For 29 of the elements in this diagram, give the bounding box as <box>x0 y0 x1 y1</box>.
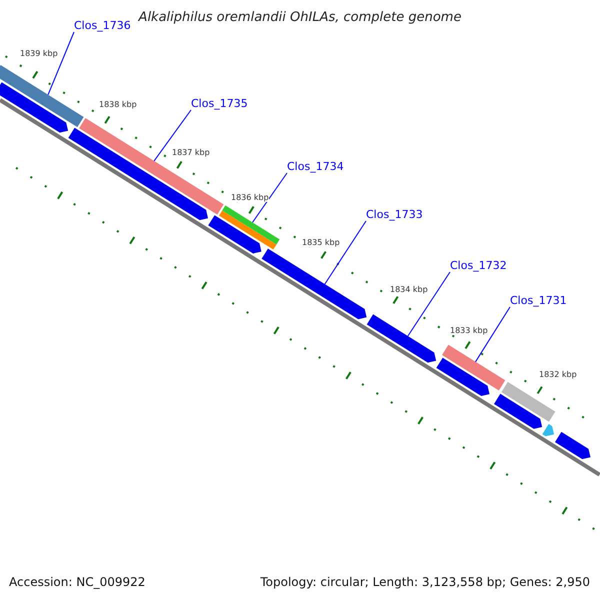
gene-label: Clos_1733 <box>366 208 423 221</box>
scale-label: 1838 kbp <box>99 100 137 109</box>
leader-line <box>252 172 288 223</box>
gene-block <box>79 118 224 215</box>
scale-label: 1836 kbp <box>231 193 269 202</box>
leader-line <box>154 110 192 162</box>
gene-label: Clos_1732 <box>450 259 507 272</box>
leader-line <box>407 272 450 336</box>
title: Alkaliphilus oremlandii OhILAs, complete genome <box>138 10 462 25</box>
scale-label: 1832 kbp <box>539 370 577 379</box>
scale-label: 1834 kbp <box>390 285 428 294</box>
scale-label: 1835 kbp <box>302 238 340 247</box>
gene-block <box>222 205 280 244</box>
gene-label: Clos_1734 <box>287 160 344 173</box>
gene-block <box>0 65 84 128</box>
gene-block <box>442 344 506 390</box>
footer-text: Topology: circular; Length: 3,123,558 bp; Genes: 2,950 <box>260 575 590 589</box>
scale-label: 1837 kbp <box>172 148 210 157</box>
leader-line <box>48 32 74 96</box>
leader-line <box>324 220 366 285</box>
gene-label: Clos_1735 <box>191 97 248 110</box>
gene-block <box>262 248 367 320</box>
footer-text: Accession: NC_009922 <box>9 575 146 589</box>
gene-label: Clos_1731 <box>510 294 567 307</box>
gene-block <box>366 314 436 363</box>
leader-line <box>475 306 510 362</box>
scale-label: 1839 kbp <box>20 49 58 58</box>
scale-label: 1833 kbp <box>450 326 488 335</box>
gene-label: Clos_1736 <box>74 19 131 32</box>
